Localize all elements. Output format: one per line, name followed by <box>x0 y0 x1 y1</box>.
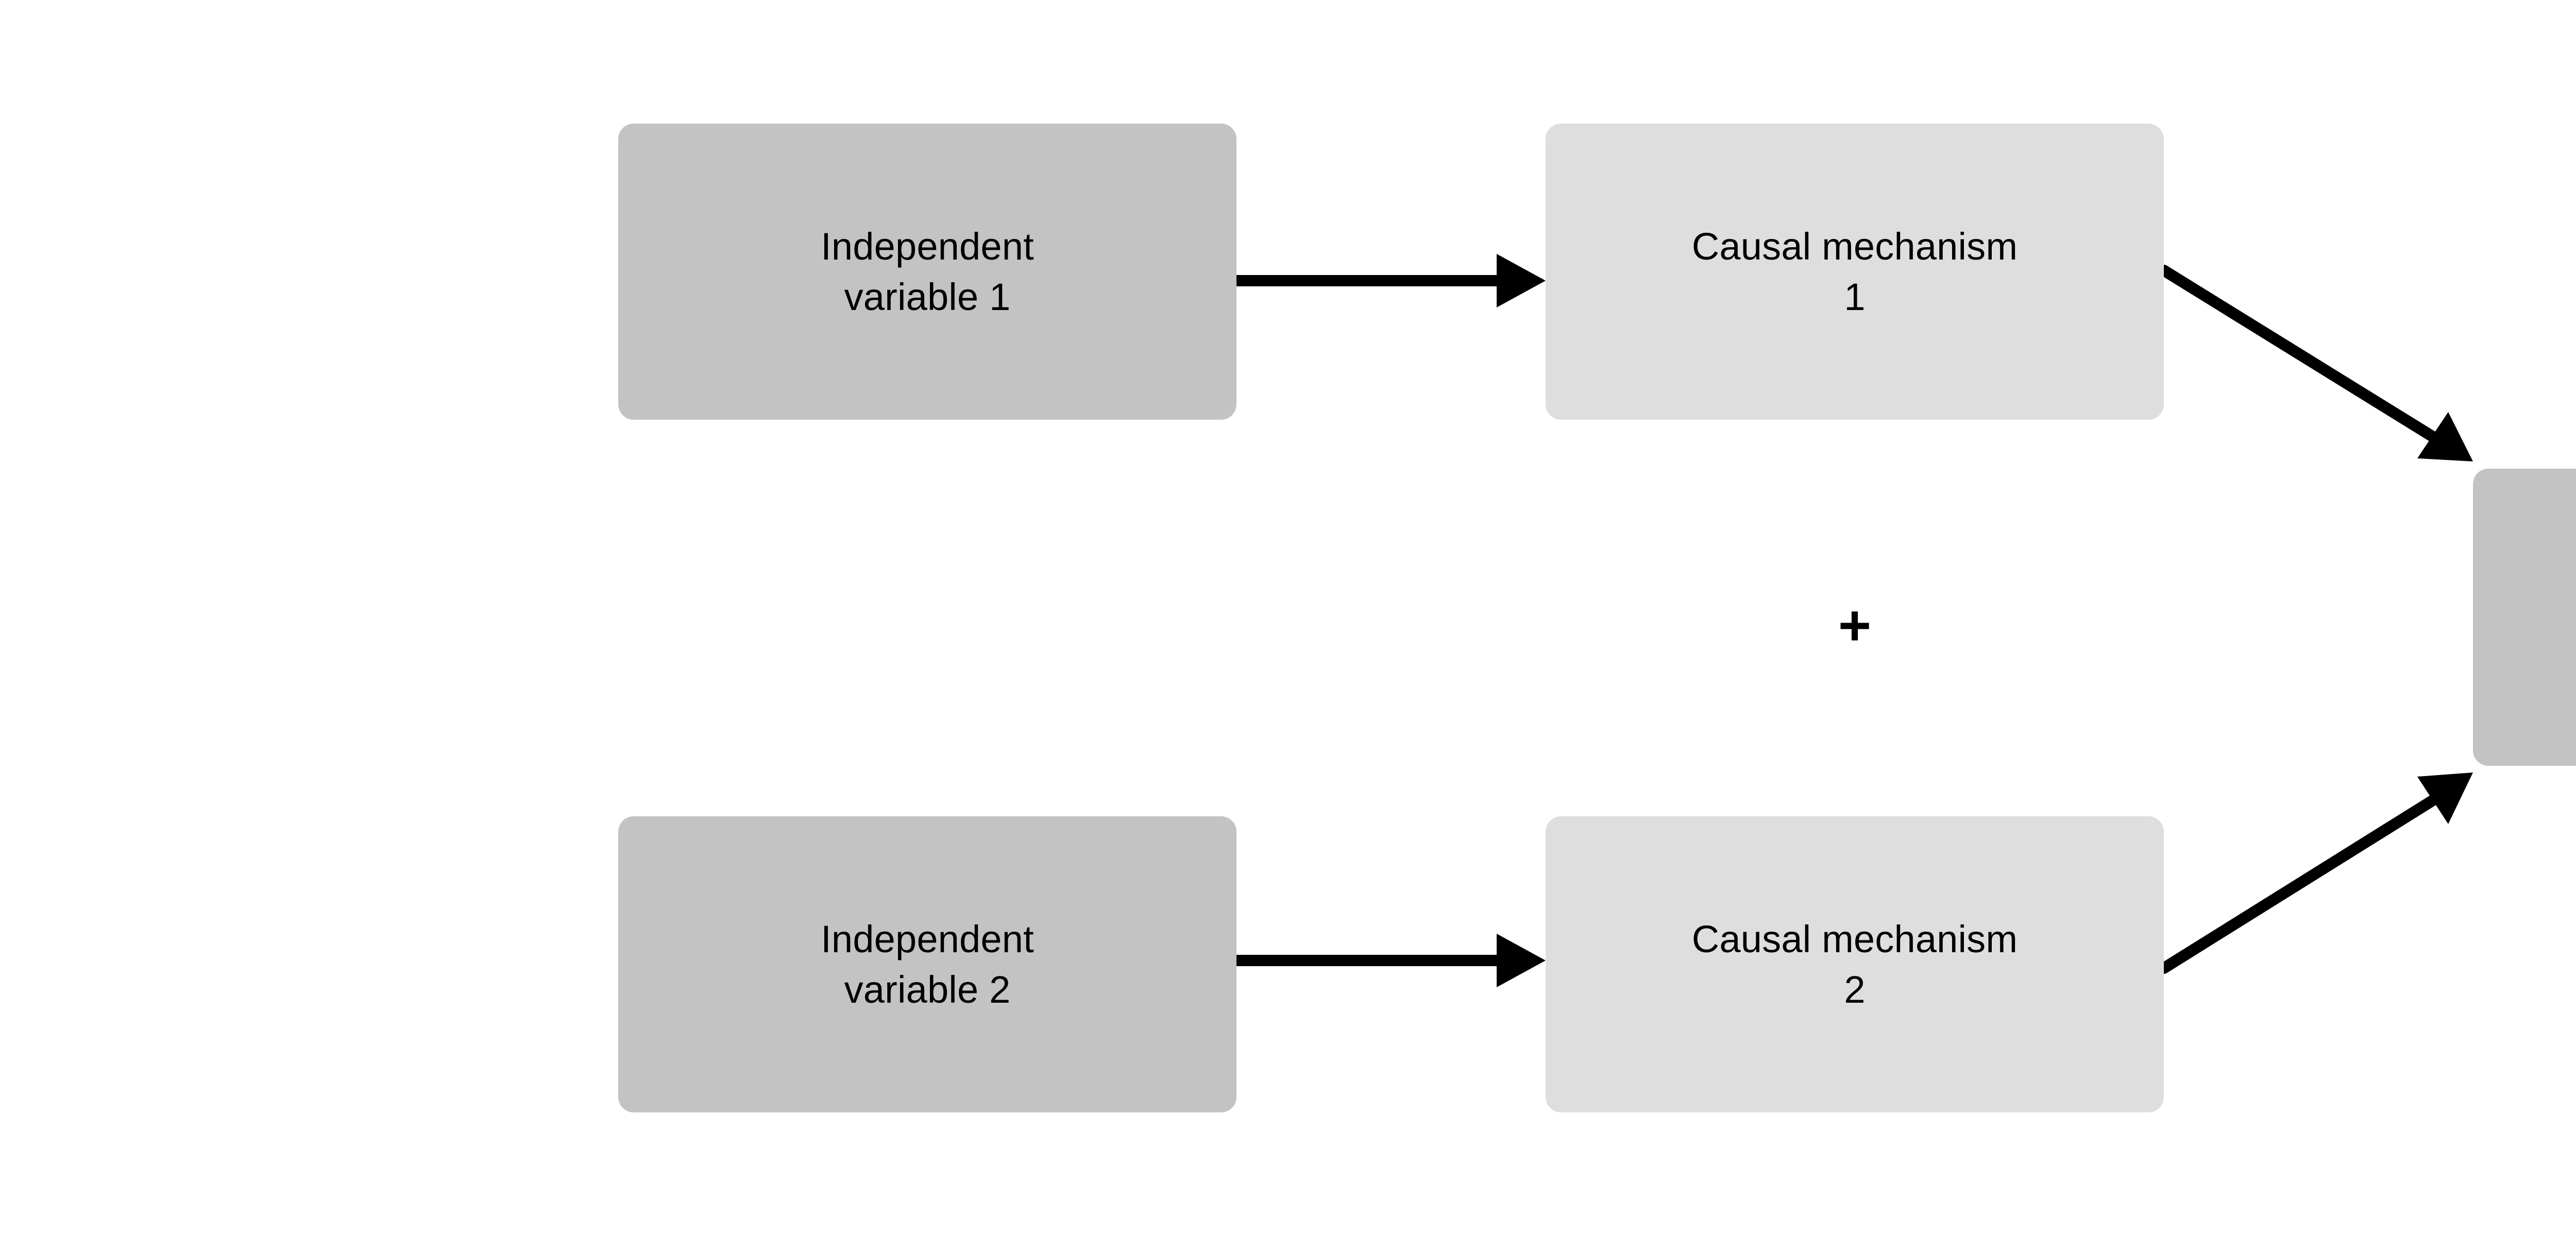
node-label: Independent variable 1 <box>821 225 1034 318</box>
node-causal-mechanism-1[interactable]: Causal mechanism 1 <box>1546 124 2164 420</box>
arrow-iv1-to-cm1 <box>1231 254 1546 307</box>
node-label: Causal mechanism 1 <box>1691 225 2018 318</box>
node-label: Causal mechanism 2 <box>1691 917 2018 1011</box>
node-independent-variable-1[interactable]: Independent variable 1 <box>618 124 1236 420</box>
node-label: Independent variable 2 <box>821 917 1034 1011</box>
arrow-cm1-to-dv <box>2158 265 2473 461</box>
node-independent-variable-2[interactable]: Independent variable 2 <box>618 816 1236 1112</box>
arrow-cm2-to-dv <box>2158 772 2473 974</box>
arrow-iv2-to-cm2 <box>1231 934 1546 987</box>
plus-operator-symbol: + <box>1838 594 1872 657</box>
node-dependent-variable[interactable]: Dependent variable <box>2473 469 2576 766</box>
node-causal-mechanism-2[interactable]: Causal mechanism 2 <box>1546 816 2164 1112</box>
